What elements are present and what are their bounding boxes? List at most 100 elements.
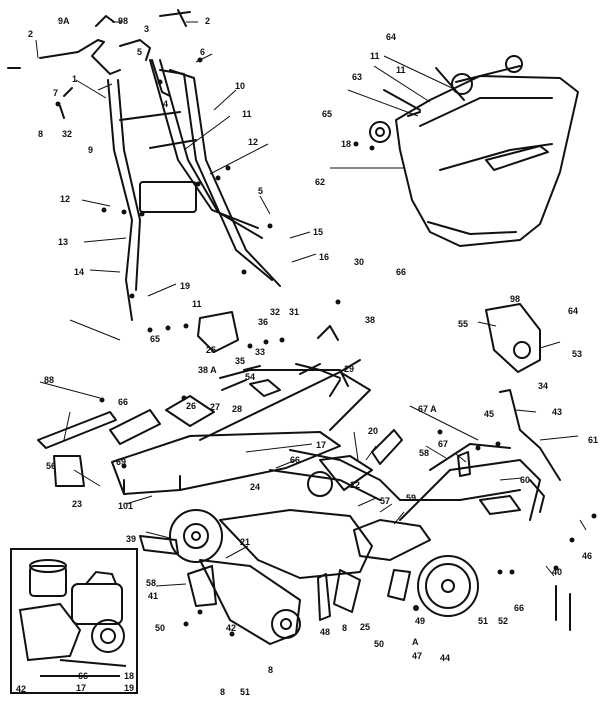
part-callout: 28 xyxy=(232,404,243,414)
leader-lines xyxy=(35,21,587,587)
part-callout: 16 xyxy=(319,252,330,262)
part-callout: 22 xyxy=(350,480,361,490)
part-callout: 44 xyxy=(440,653,451,663)
part-callout: 36 xyxy=(258,317,269,327)
part-callout: 66 xyxy=(78,671,89,681)
part-callout: 51 xyxy=(478,616,489,626)
part-callout: 65 xyxy=(322,109,333,119)
part-callout: 33 xyxy=(255,347,266,357)
part-callout: 54 xyxy=(245,372,256,382)
part-callout: 43 xyxy=(552,407,563,417)
part-callout: 65 xyxy=(150,334,161,344)
handle-assembly xyxy=(7,9,281,321)
part-callout: 25 xyxy=(360,622,371,632)
grass-catcher xyxy=(369,55,579,247)
part-callout: 64 xyxy=(386,32,397,42)
part-callout: 98 xyxy=(510,294,521,304)
part-callout: 11 xyxy=(396,65,406,75)
part-callout: 88 xyxy=(44,375,55,385)
part-callout: 50 xyxy=(155,623,166,633)
part-callout: 51 xyxy=(240,687,251,697)
part-callout: 52 xyxy=(498,616,509,626)
part-callout: 12 xyxy=(60,194,71,204)
part-callout: 38 A xyxy=(198,365,217,375)
part-callout: 19 xyxy=(180,281,191,291)
part-callout: 11 xyxy=(370,51,380,61)
part-callout: 39 xyxy=(126,534,137,544)
part-callout: 4 xyxy=(163,99,169,109)
part-callout: 64 xyxy=(568,306,579,316)
part-callout: 11 xyxy=(242,109,252,119)
part-callout: 67 xyxy=(438,439,449,449)
part-callout: 30 xyxy=(354,257,365,267)
part-callout: 5 xyxy=(137,47,143,57)
part-callout: 35 xyxy=(235,356,246,366)
part-callout: 8 xyxy=(38,129,44,139)
part-callout: 19 xyxy=(124,683,135,693)
part-callout: 6 xyxy=(200,47,206,57)
part-callout: 8 xyxy=(342,623,348,633)
part-callout: 62 xyxy=(315,177,326,187)
part-callout: 14 xyxy=(74,267,85,277)
engine-inset xyxy=(18,559,127,677)
part-callout: 11 xyxy=(192,299,202,309)
part-callout: 9A xyxy=(58,16,70,26)
part-callout: 17 xyxy=(76,683,87,693)
part-callout: 46 xyxy=(582,551,593,561)
part-callout: 58 xyxy=(146,578,157,588)
part-callout: 56 xyxy=(46,461,57,471)
part-callout: 23 xyxy=(72,499,83,509)
part-callout: 2 xyxy=(28,29,34,39)
part-callout: 1 xyxy=(72,74,78,84)
part-callout: 7 xyxy=(53,88,59,98)
part-callout: 31 xyxy=(289,307,300,317)
part-callout: 66 xyxy=(290,455,301,465)
part-callout: 59 xyxy=(406,493,417,503)
part-callout: 53 xyxy=(572,349,583,359)
engine-inset-frame xyxy=(10,548,138,694)
part-callout: 17 xyxy=(316,440,327,450)
part-callout: 50 xyxy=(374,639,385,649)
part-callout: 55 xyxy=(458,319,469,329)
part-callout: 9 xyxy=(88,145,94,155)
part-callout: 21 xyxy=(240,537,251,547)
part-callout: 12 xyxy=(248,137,259,147)
part-callout: 66 xyxy=(396,267,407,277)
part-callout: 66 xyxy=(514,603,525,613)
part-callout: 101 xyxy=(118,501,134,511)
part-callout: 2 xyxy=(205,16,211,26)
part-callout: 10 xyxy=(235,81,246,91)
part-callout: 47 xyxy=(412,651,423,661)
part-callout: 42 xyxy=(226,623,237,633)
deck-and-reel xyxy=(37,311,561,645)
part-callout: 45 xyxy=(484,409,495,419)
part-callout: 57 xyxy=(380,496,391,506)
part-callout: 20 xyxy=(368,426,379,436)
part-callout: 48 xyxy=(320,627,331,637)
part-callout: 8 xyxy=(268,665,274,675)
hardware xyxy=(55,57,597,637)
part-callout: 13 xyxy=(58,237,69,247)
part-callout: 61 xyxy=(588,435,599,445)
part-callout: 18 xyxy=(341,139,352,149)
part-callout: 67 A xyxy=(418,404,437,414)
wheels xyxy=(169,303,571,631)
part-callout: 25 xyxy=(206,345,217,355)
part-callout: 42 xyxy=(16,684,27,694)
part-callout: 69 xyxy=(116,457,127,467)
part-callout: 15 xyxy=(313,227,324,237)
part-callout: 40 xyxy=(552,567,563,577)
part-callout: 32 xyxy=(62,129,73,139)
part-callout: A xyxy=(412,637,419,647)
part-callout: 38 xyxy=(365,315,376,325)
part-callout: 58 xyxy=(419,448,430,458)
part-callout: 8 xyxy=(220,687,226,697)
part-callout: 26 xyxy=(186,401,197,411)
part-callout: 60 xyxy=(520,475,531,485)
part-callout: 29 xyxy=(344,364,355,374)
part-callout: 3 xyxy=(144,24,150,34)
part-callout: 27 xyxy=(210,402,221,412)
part-callout: 34 xyxy=(538,381,549,391)
part-callout: 98 xyxy=(118,16,129,26)
